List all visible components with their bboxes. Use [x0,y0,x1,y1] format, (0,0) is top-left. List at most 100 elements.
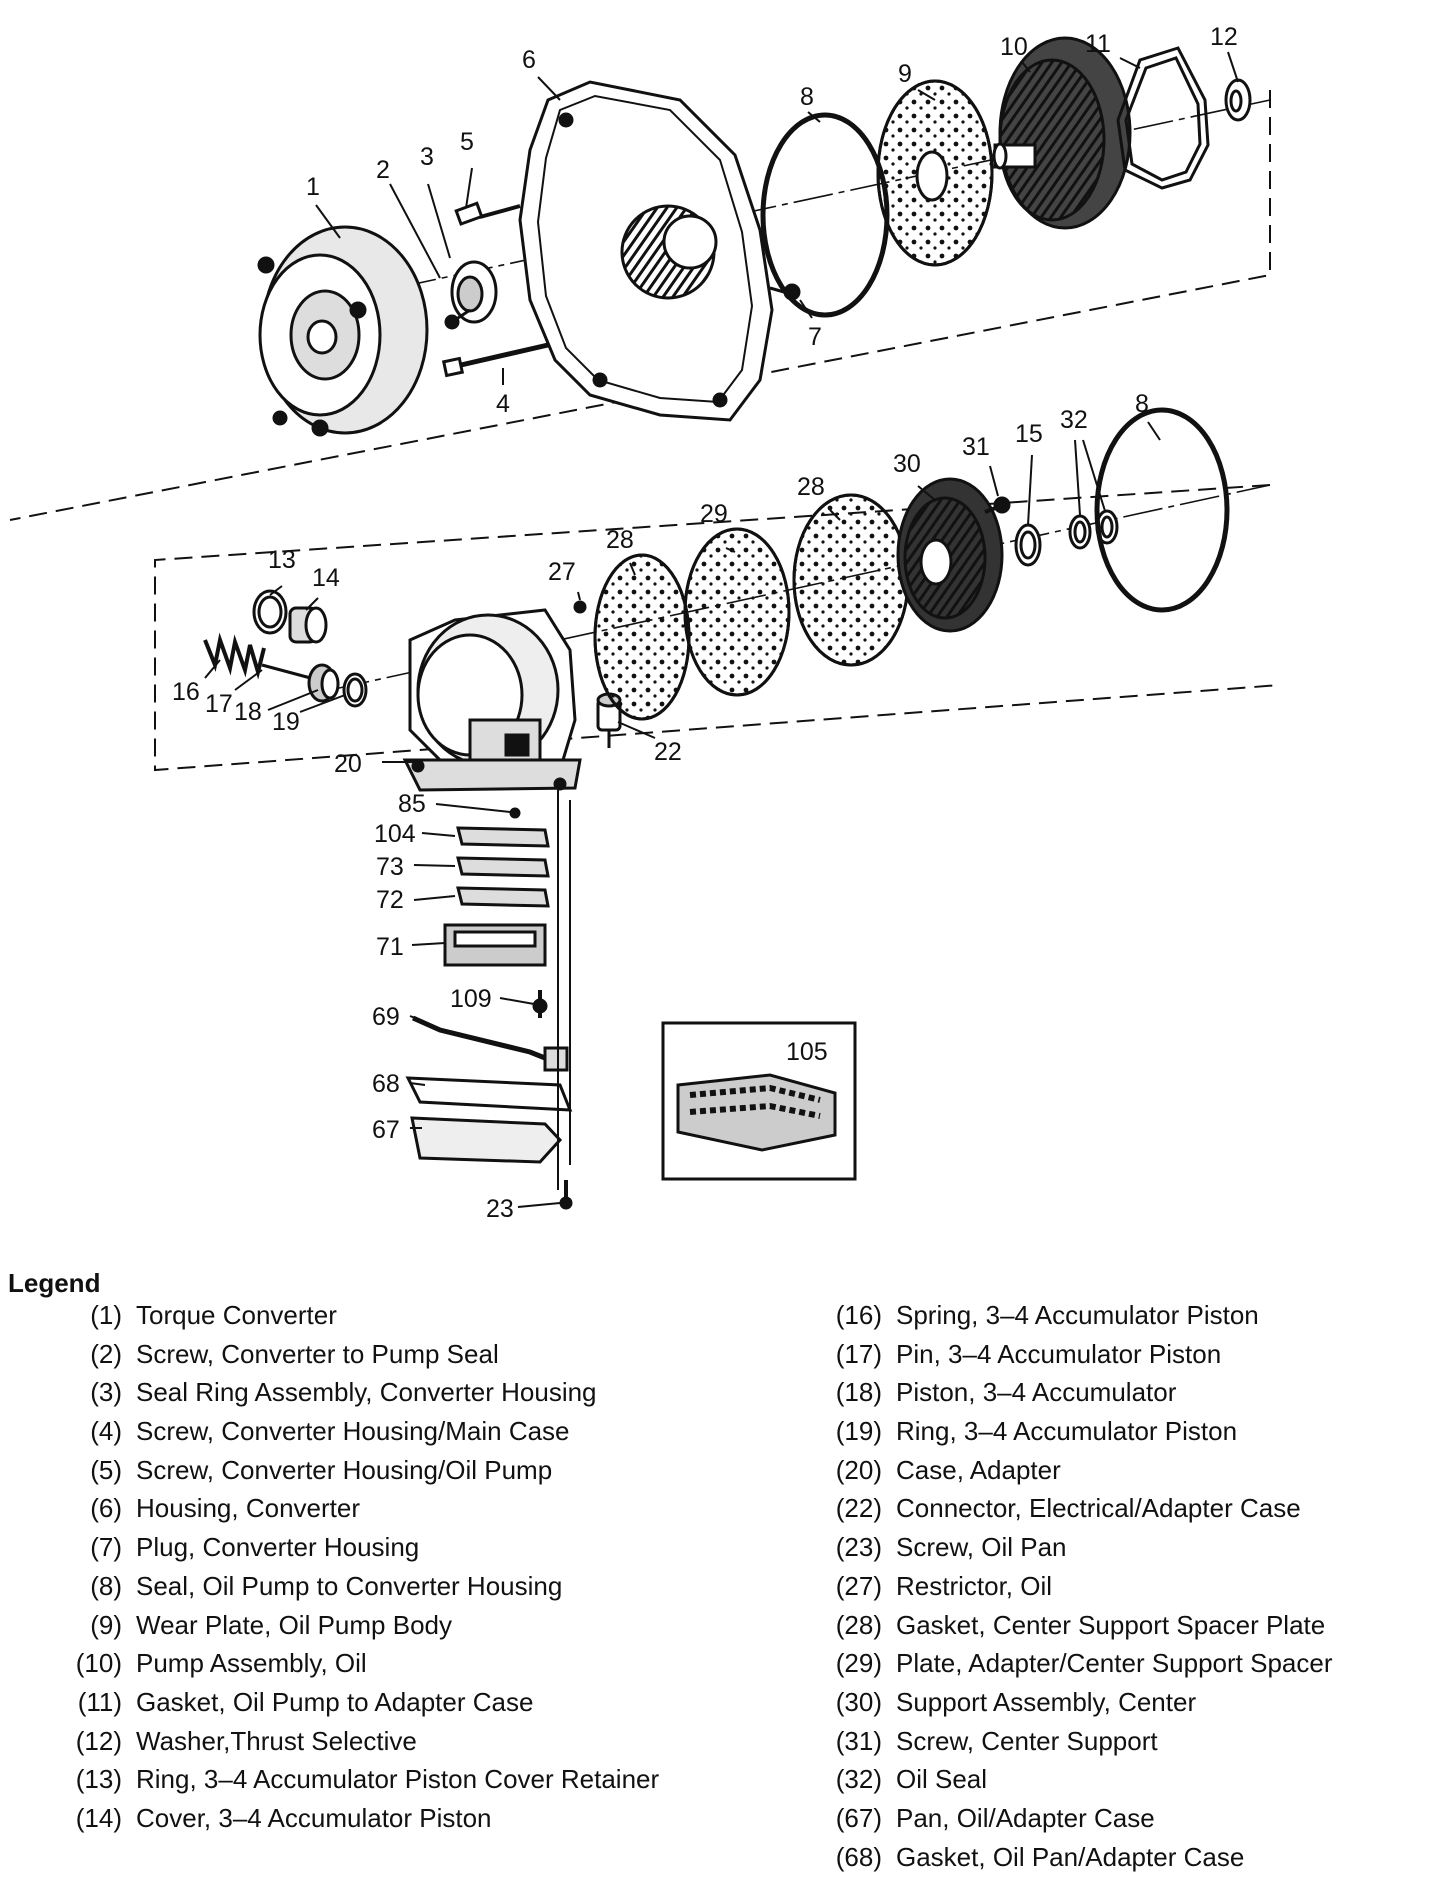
legend-item-text: Screw, Converter to Pump Seal [136,1338,499,1369]
oil-seals-parts [1014,509,1119,567]
accumulator-cover-parts [252,589,328,644]
legend-item-text: Gasket, Oil Pump to Adapter Case [136,1686,534,1717]
legend-item-number: (6) [90,1493,122,1524]
callout-2: 2 [376,156,390,184]
legend-item-number: (1) [90,1300,122,1330]
callout-5: 5 [460,128,474,156]
callout-67: 67 [372,1116,400,1144]
callout-8-bottom: 8 [1135,390,1149,418]
legend-item: (9) Wear Plate, Oil Pump Body [50,1610,740,1641]
legend-item: (5) Screw, Converter Housing/Oil Pump [50,1455,740,1486]
legend-item-number: (9) [90,1609,122,1640]
callout-9: 9 [898,60,912,88]
main-case-screw-part [441,342,549,378]
legend-item-number: (8) [90,1570,122,1601]
legend-item-text: Spring, 3–4 Accumulator Piston [896,1300,1259,1330]
callout-85: 85 [398,790,426,818]
accumulator-spring-part [203,632,266,680]
legend-item-number: (3) [90,1377,122,1408]
legend-item: (14)Cover, 3–4 Accumulator Piston [50,1803,740,1834]
legend-item-number: (4) [90,1416,122,1447]
legend-item: (22)Connector, Electrical/Adapter Case [810,1493,1450,1524]
legend-item-text: Wear Plate, Oil Pump Body [136,1609,452,1640]
legend-item-text: Housing, Converter [136,1493,360,1524]
legend-item-text: Support Assembly, Center [896,1686,1197,1717]
legend-item: (1) Torque Converter [50,1300,740,1331]
legend-item-text: Screw, Converter Housing/Main Case [136,1416,570,1447]
legend-item-text: Screw, Center Support [896,1725,1158,1756]
callout-31: 31 [962,433,990,461]
legend-right-column: (16) Spring, 3–4 Accumulator Piston (17)Pi… [810,1300,1450,1880]
legend-item-text: Plate, Adapter/Center Support Spacer [896,1648,1333,1679]
valve-body-stack-parts [405,790,573,1210]
legend-item-number: (23) [835,1532,882,1563]
callout-27: 27 [548,558,576,586]
torque-converter-part [257,225,429,437]
callout-11: 11 [1085,30,1111,58]
assembly-dashed-outline [9,90,1281,772]
legend-item-number: (7) [90,1532,122,1563]
legend-item: (32) Oil Seal [810,1764,1450,1795]
pump-seal-part [444,201,521,330]
wear-plate-part [876,79,994,267]
legend-item-number: (32) [835,1764,882,1795]
legend-title: Legend [8,1268,101,1298]
callout-19: 19 [272,708,300,736]
legend-item: (28)Gasket, Center Support Spacer Plate [810,1610,1450,1641]
callout-73: 73 [376,853,404,881]
spacer-plate-part [683,527,791,697]
legend-item-number: (11) [77,1686,122,1717]
legend-item-text: Torque Converter [136,1300,337,1330]
legend-item-text: Ring, 3–4 Accumulator Piston [896,1416,1238,1447]
legend-item: (16) Spring, 3–4 Accumulator Piston [810,1300,1450,1331]
callout-4: 4 [496,390,510,418]
callout-30: 30 [893,450,921,478]
callout-12: 12 [1210,23,1238,51]
legend-item: (30) Support Assembly, Center [810,1687,1450,1718]
callout-23: 23 [486,1195,514,1223]
callout-72: 72 [376,886,404,914]
legend-item-text: Ring, 3–4 Accumulator Piston Cover Retai… [136,1764,660,1795]
callout-29: 29 [700,500,728,528]
callout-3: 3 [420,143,434,171]
legend-item-number: (68) [835,1841,882,1872]
legend-item-number: (28) [835,1609,882,1640]
legend-item-number: (5) [90,1454,122,1485]
callout-13: 13 [268,546,296,574]
callout-28-right: 28 [797,473,825,501]
legend-item-number: (20) [835,1454,882,1485]
legend-item-number: (16) [835,1300,882,1330]
thrust-washer-part [1224,78,1252,122]
adapter-case-part [402,608,582,792]
legend-item-text: Pin, 3–4 Accumulator Piston [896,1338,1222,1369]
legend-item: (7)Plug, Converter Housing [50,1532,740,1563]
callout-20: 20 [334,750,362,778]
legend-item-text: Cover, 3–4 Accumulator Piston [136,1802,492,1833]
control-module-inset [661,1021,857,1181]
legend-item-number: (30) [835,1686,882,1717]
legend-item-text: Screw, Converter Housing/Oil Pump [136,1454,553,1485]
legend-item-text: Case, Adapter [896,1454,1061,1485]
legend-item-number: (67) [835,1802,882,1833]
legend-item: (2) Screw, Converter to Pump Seal [50,1339,740,1370]
legend-item-number: (2) [90,1338,122,1369]
legend-item-text: Oil Seal [896,1764,988,1795]
callout-16: 16 [172,678,200,706]
legend-item: (13)Ring, 3–4 Accumulator Piston Cover R… [50,1764,740,1795]
legend-item-text: Pump Assembly, Oil [136,1648,367,1679]
legend-item: (67)Pan, Oil/Adapter Case [810,1803,1450,1834]
legend-item-number: (27) [835,1570,882,1601]
callout-labels: 1 2 3 5 4 6 7 8 9 10 11 12 13 14 16 17 1… [172,23,1238,1223]
legend-item-number: (10) [75,1648,122,1679]
legend-item: (23)Screw, Oil Pan [810,1532,1450,1563]
legend-item: (29)Plate, Adapter/Center Support Spacer [810,1648,1450,1679]
spacer-gasket-part-left [593,553,691,721]
legend-item: (17)Pin, 3–4 Accumulator Piston [810,1339,1450,1370]
spacer-gasket-part-right [792,493,910,667]
legend-item-text: Piston, 3–4 Accumulator [896,1377,1177,1408]
oil-pump-seal-ring-part [760,112,890,318]
callout-leader-lines [204,51,1239,1208]
legend-item: (19)Ring, 3–4 Accumulator Piston [810,1416,1450,1447]
callout-105: 105 [786,1038,828,1066]
legend-item: (12)Washer,Thrust Selective [50,1726,740,1757]
